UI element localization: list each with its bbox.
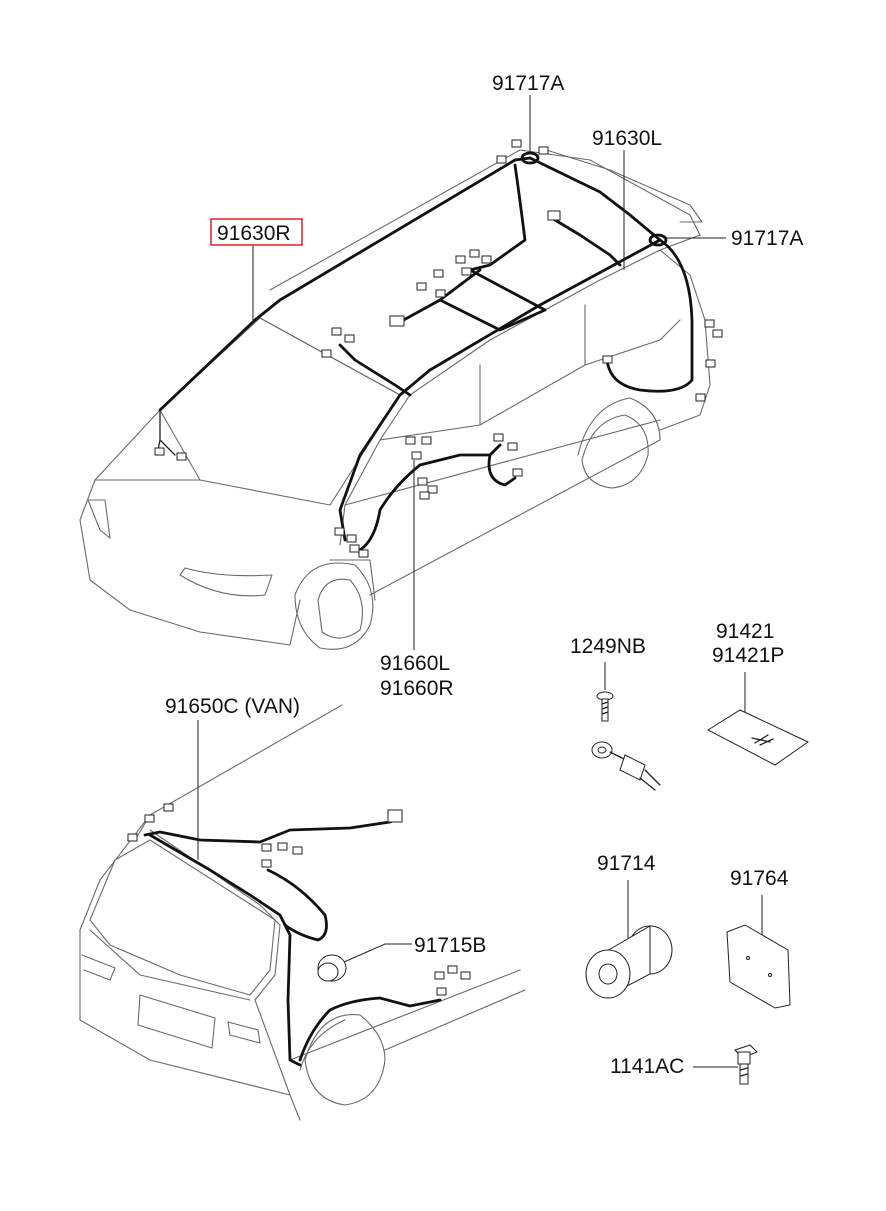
label-91650c-van: 91650C (VAN) [165, 695, 300, 718]
ring-terminal-icon [591, 741, 661, 791]
van-body-front [79, 147, 711, 650]
cover-plate-icon [726, 924, 791, 1009]
screw-icon [596, 662, 614, 722]
grommet-top [520, 151, 540, 165]
label-91630l: 91630L [592, 127, 662, 150]
label-1249nb: 1249NB [570, 635, 646, 658]
label-91421p: 91421P [712, 644, 784, 667]
grommet-right [648, 233, 668, 247]
pad-icon [706, 709, 809, 766]
bolt-icon [734, 1044, 758, 1085]
plug-icon [317, 954, 347, 982]
label-91630r: 91630R [217, 222, 291, 245]
label-91717a-top: 91717A [492, 72, 564, 95]
label-91660l: 91660L [380, 652, 450, 675]
van-body-rear [79, 704, 526, 1121]
tailgate-connectors [127, 803, 471, 996]
roof-connectors [154, 139, 723, 558]
label-91421: 91421 [716, 620, 774, 643]
label-91764: 91764 [730, 867, 789, 890]
highlight-box [210, 218, 303, 246]
roof-harness [157, 156, 694, 552]
label-91717a-right: 91717A [731, 227, 803, 250]
label-1141ac: 1141AC [610, 1055, 684, 1078]
tailgate-harness [143, 816, 442, 1067]
label-91660r: 91660R [380, 677, 454, 700]
label-91715b: 91715B [414, 934, 486, 957]
grommet-icon [585, 925, 673, 999]
label-91714: 91714 [597, 852, 656, 875]
